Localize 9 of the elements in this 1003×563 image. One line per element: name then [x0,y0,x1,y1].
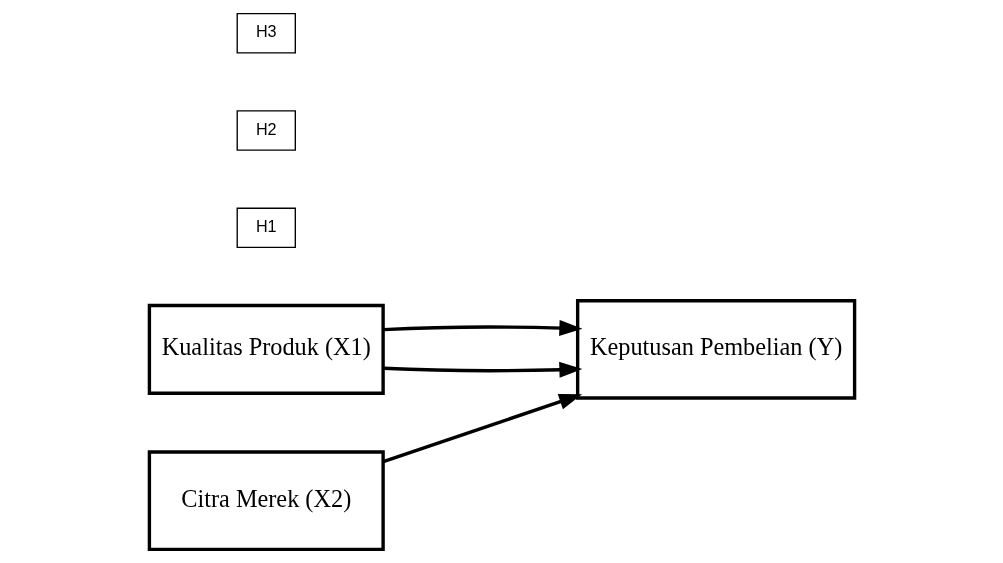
node-box: Citra Merek (X2) [147,450,385,551]
node-box: Kualitas Produk (X1) [147,303,385,395]
arrow [382,394,582,464]
node-box: H3 [236,13,296,54]
node-box: H2 [236,110,296,151]
arrow [382,320,582,337]
node-box: H1 [236,207,296,249]
arrow [382,361,582,378]
node-box: Keputusan Pembelian (Y) [575,299,856,400]
